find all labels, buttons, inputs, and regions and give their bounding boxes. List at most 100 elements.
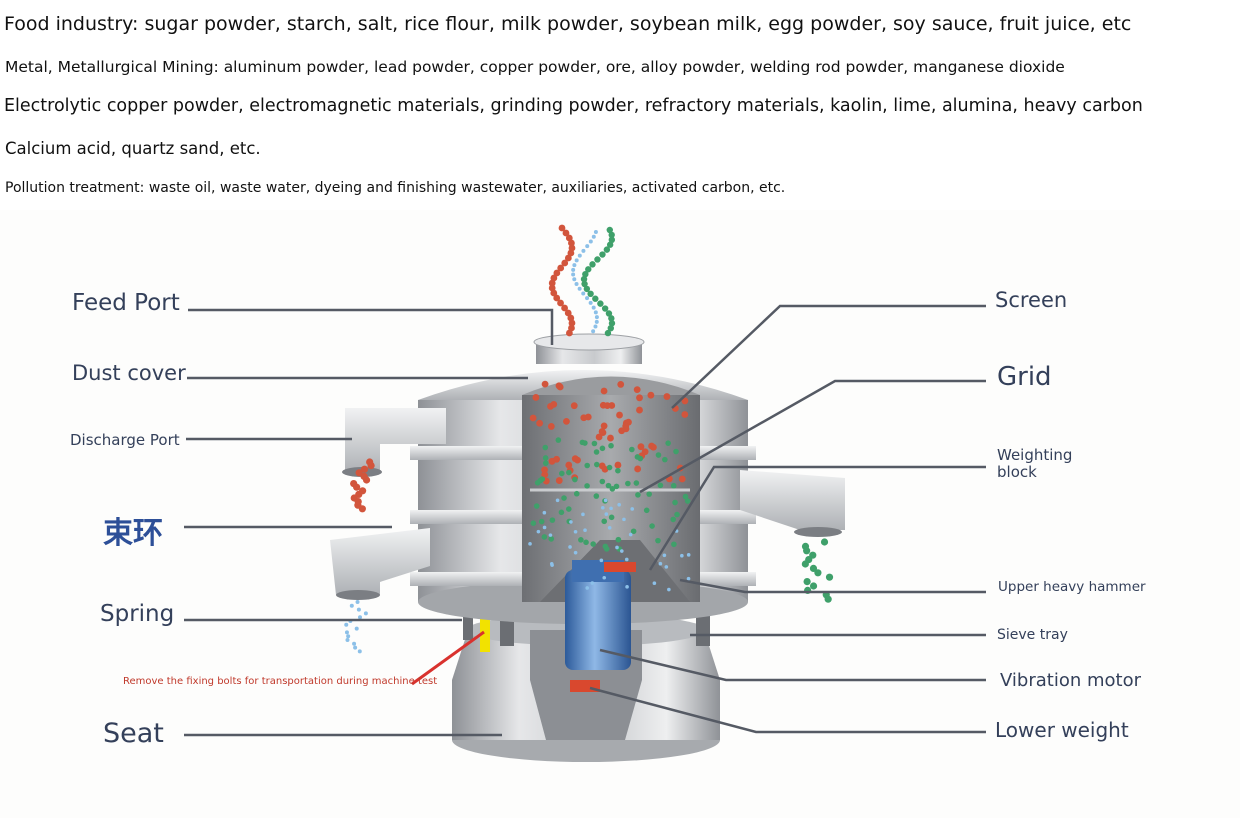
feed-particle-green <box>606 241 614 248</box>
chamber-particle-red <box>532 394 540 401</box>
chamber-particle-green <box>649 523 655 529</box>
feed-particle-green <box>589 261 596 268</box>
chamber-particle-red <box>550 400 558 408</box>
outlet-particle-red <box>360 465 369 473</box>
chamber-particle-green <box>555 437 562 443</box>
chamber-particle-green <box>643 507 650 514</box>
feed-particle-red <box>548 279 556 287</box>
chamber-particle-blue <box>555 498 560 503</box>
label-lower-weight: Lower weight <box>995 718 1129 742</box>
chamber-particle-green <box>682 493 689 500</box>
chamber-particle-red <box>563 417 570 425</box>
label-spring: Spring <box>100 601 175 627</box>
chamber-particle-green <box>565 506 572 512</box>
chamber-particle-red <box>598 428 606 435</box>
feed-particle-blue <box>591 234 596 239</box>
chamber-particle-red <box>571 455 579 463</box>
chamber-particle-blue <box>628 532 633 537</box>
feed-particle-green <box>597 300 604 307</box>
feed-particle-green <box>601 305 609 312</box>
chamber-particle-blue <box>658 561 663 566</box>
chamber-particle-blue <box>528 542 532 546</box>
chamber-particle-red <box>541 471 549 479</box>
chamber-particle-green <box>637 455 644 462</box>
feed-particle-red <box>561 304 568 312</box>
outlet-particle-green <box>824 595 832 603</box>
chamber-particle-red <box>529 414 537 422</box>
feed-particle-red <box>553 269 561 277</box>
chamber-particle-red <box>663 393 671 400</box>
feed-particle-blue <box>581 291 586 296</box>
feed-particle-red <box>553 294 561 302</box>
feed-particle-red <box>557 264 565 272</box>
outlet-particle-green <box>801 560 809 568</box>
chamber-particle-red <box>633 386 641 394</box>
leader-weighting-block <box>648 465 986 571</box>
chamber-particle-green <box>657 482 664 489</box>
outlet-particle-green <box>809 582 818 590</box>
feed-particle-blue <box>585 244 590 249</box>
chamber-particle-green <box>573 490 580 497</box>
feed-particle-blue <box>577 253 582 258</box>
chamber-particle-blue <box>569 520 573 524</box>
label-grid: Grid <box>997 362 1052 392</box>
chamber-particle-green <box>538 518 545 525</box>
feed-particle-green <box>608 315 615 322</box>
chamber-particle-blue <box>652 581 657 586</box>
outlet-particle-blue <box>357 649 362 654</box>
outlet-particle-red <box>355 469 363 477</box>
leader-lines <box>184 304 986 737</box>
chamber-particle-blue <box>601 505 605 510</box>
chamber-particle-red <box>570 402 578 410</box>
outlet-particle-green <box>803 547 811 555</box>
outlet-particle-blue <box>354 626 359 631</box>
leader-grid <box>639 379 986 494</box>
chamber-particle-blue <box>664 565 669 569</box>
feed-particle-green <box>604 329 612 337</box>
chamber-particle-red <box>600 387 608 395</box>
chamber-particle-red <box>636 406 643 414</box>
feed-particle-blue <box>591 329 596 334</box>
feed-particle-green <box>580 275 588 283</box>
chamber-particle-red <box>617 381 625 388</box>
chamber-particle-green <box>583 539 589 546</box>
label-vibration-motor: Vibration motor <box>1000 670 1141 691</box>
chamber-particle-blue <box>609 506 613 511</box>
transport-bolt-pointer <box>411 630 485 686</box>
chamber-particle-blue <box>599 558 604 563</box>
outlet-particle-blue <box>345 638 350 642</box>
chamber-particle-blue <box>615 545 619 550</box>
chamber-particle-green <box>542 444 549 451</box>
feed-particle-red <box>568 239 575 247</box>
chamber-particle-red <box>637 443 645 451</box>
feed-particle-blue <box>581 248 586 253</box>
chamber-particle-blue <box>573 529 578 534</box>
chamber-particle-red <box>634 465 642 473</box>
feed-particle-blue <box>577 286 582 291</box>
outlet-particle-red <box>367 462 375 470</box>
chamber-particle-green <box>646 491 652 497</box>
leader-vibration-motor <box>599 648 986 682</box>
feed-particle-green <box>599 251 606 258</box>
chamber-particle-red <box>648 442 655 450</box>
outlet-particle-blue <box>363 611 368 616</box>
feed-particle-blue <box>572 263 577 268</box>
chamber-particle-green <box>672 499 678 506</box>
leader-upper-heavy-hammer <box>679 578 986 594</box>
feed-particle-green <box>581 280 588 288</box>
chamber-particle-green <box>584 483 590 489</box>
intro-line-electrolytic: Electrolytic copper powder, electromagne… <box>4 96 1143 116</box>
outlet-particle-blue <box>353 645 358 650</box>
chamber-particle-green <box>533 503 540 509</box>
feed-particle-green <box>606 226 613 234</box>
feed-particle-green <box>608 320 616 327</box>
intro-line-calcium: Calcium acid, quartz sand, etc. <box>5 139 261 158</box>
chamber-particle-red <box>565 461 573 469</box>
chamber-particle-blue <box>590 581 595 585</box>
chamber-particle-blue <box>548 533 553 537</box>
chamber-particle-blue <box>568 545 572 549</box>
feed-particle-red <box>550 289 558 297</box>
chamber-particle-blue <box>680 553 684 558</box>
chamber-particle-green <box>630 528 637 535</box>
chamber-particle-blue <box>536 529 541 534</box>
